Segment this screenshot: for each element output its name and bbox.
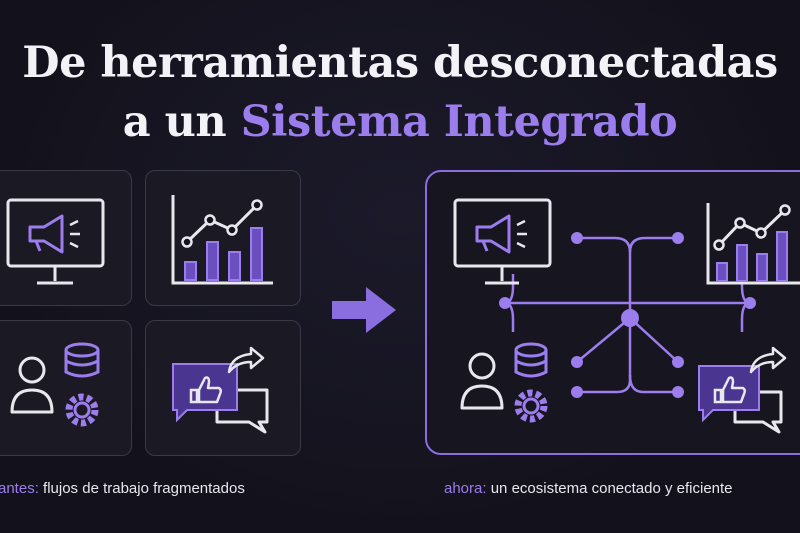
bar-chart-icon [171, 195, 273, 285]
before-caption: antes: flujos de trabajo fragmentados [0, 480, 245, 497]
chat-like-share-icon [172, 346, 269, 434]
right-arrow-icon [332, 287, 396, 333]
title-line-2-prefix: a un [122, 97, 227, 147]
after-caption-keyword: ahora: [444, 480, 487, 497]
network-hub-icon [453, 198, 800, 434]
after-caption: ahora: un ecosistema conectado y eficien… [444, 480, 733, 497]
page-title-line-1: De herramientas desconectadas [0, 42, 800, 85]
page-title-line-2: a un Sistema Integrado [0, 101, 800, 144]
before-card-crm [0, 320, 132, 456]
title-line-2-accent: Sistema Integrado [240, 97, 678, 147]
title-line-1-text: De herramientas desconectadas [22, 38, 778, 88]
before-caption-keyword: antes: [0, 480, 39, 497]
user-database-gear-icon [10, 342, 100, 427]
monitor-megaphone-icon [6, 198, 105, 285]
before-caption-text: flujos de trabajo fragmentados [38, 480, 245, 497]
after-caption-text: un ecosistema conectado y eficiente [486, 480, 733, 497]
